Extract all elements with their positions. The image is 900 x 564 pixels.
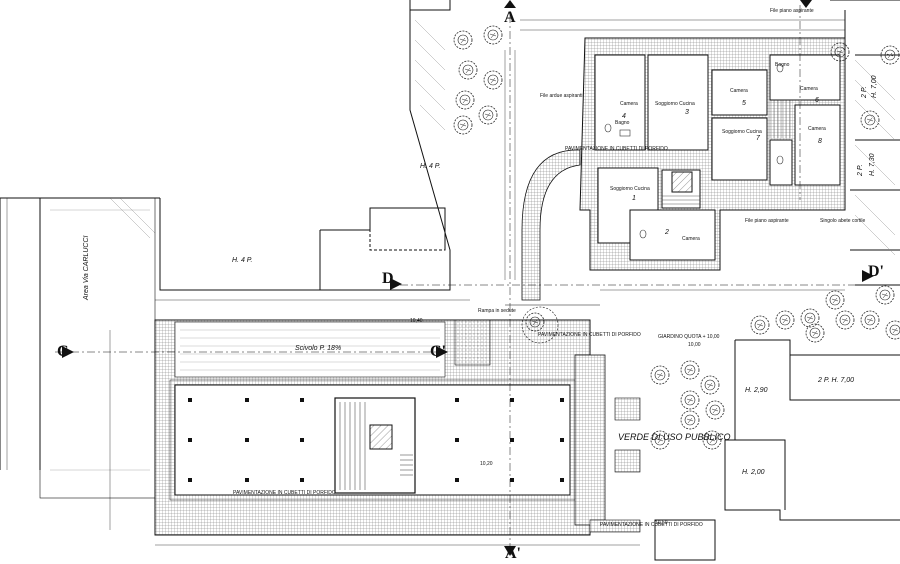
room-label: Camera <box>800 86 818 92</box>
elev-1020: 10,20 <box>480 461 493 467</box>
paving-label-2: PAVIMENTAZIONE IN CUBETTI DI PORFIDO <box>538 332 641 338</box>
green-pads <box>614 397 641 473</box>
lower-building <box>154 319 641 536</box>
plan-labels: Area Via CARLUCCI H. 4 P. H. 4 P. Scivol… <box>83 8 878 528</box>
note-abete: Singolo abete cortile <box>820 218 866 224</box>
room-number: 6 <box>815 97 819 104</box>
room-label: Soggiorno Cucina <box>610 186 650 192</box>
section-markers: C C' D D' A A' <box>57 0 884 562</box>
height-label-top-b: H. 7,00 <box>871 75 878 98</box>
elev-1040: 10,40 <box>410 318 423 324</box>
height-label-200: H. 2,00 <box>742 469 765 476</box>
room-label: Camera <box>730 88 748 94</box>
room-number: 4 <box>622 113 626 120</box>
room-label: Camera <box>682 236 700 242</box>
room-number: 7 <box>756 135 761 142</box>
room-label: Camera <box>808 126 826 132</box>
curved-ramp <box>505 149 600 344</box>
garden-label: GIARDINO QUOTA + 10,00 <box>658 334 720 340</box>
note-rampa: Rampa in sedute <box>478 308 516 314</box>
public-green-label: VERDE DI USO PUBBLICO <box>618 432 731 442</box>
room-number: 5 <box>742 100 746 107</box>
room-label: Soggiorno Cucina <box>655 101 695 107</box>
height-label-mid-b: H. 7,30 <box>869 153 876 176</box>
elev-1000: 10,00 <box>688 342 701 348</box>
ramp-label: Scivolo P. 18% <box>295 345 341 352</box>
height-label-2p: 2 P. H. 7,00 <box>817 377 854 384</box>
paving-label-1: PAVIMENTAZIONE IN CUBETTI DI PORFIDO <box>233 490 336 496</box>
note-aspiranti-1: File ardue aspiranti <box>540 93 583 99</box>
note-aspiranti-3: File piano aspirante <box>745 218 789 224</box>
room-label: Soggiorno Cucina <box>722 129 762 135</box>
room-labels: Camera 4 Soggiorno Cucina 3 Camera 5 Sog… <box>610 62 826 242</box>
upper-building <box>579 37 846 271</box>
section-mark-a: A <box>504 9 516 26</box>
street-label: Area Via CARLUCCI <box>83 235 90 301</box>
room-number: 8 <box>818 138 822 145</box>
room-number: 2 <box>664 229 669 236</box>
note-aspiranti-2: File piano aspirante <box>770 8 814 14</box>
section-mark-d: D <box>382 270 394 287</box>
right-buildings <box>654 0 900 561</box>
elev-1050: 10,50 <box>655 520 668 526</box>
room-number: 1 <box>632 195 636 202</box>
height-label-top-a: 2 P. <box>861 86 868 99</box>
room-number: 3 <box>685 109 689 116</box>
dimension-lines <box>55 5 880 550</box>
building-height-label: H. 4 P. <box>420 163 441 170</box>
height-label-mid-a: 2 P. <box>857 164 864 177</box>
height-label-290: H. 2,90 <box>745 387 768 394</box>
hatched-neighbors <box>109 19 446 239</box>
building-height-label-2: H. 4 P. <box>232 257 253 264</box>
paving-label-3: PAVIMENTAZIONE IN CUBETTI DI PORFIDO <box>600 522 703 528</box>
room-label: Camera <box>620 101 638 107</box>
room-label: Bagno <box>775 62 790 68</box>
room-label: Bagno <box>615 120 630 126</box>
paving-label-4: PAVIMENTAZIONE IN CUBETTI DI PORFIDO <box>565 146 668 152</box>
